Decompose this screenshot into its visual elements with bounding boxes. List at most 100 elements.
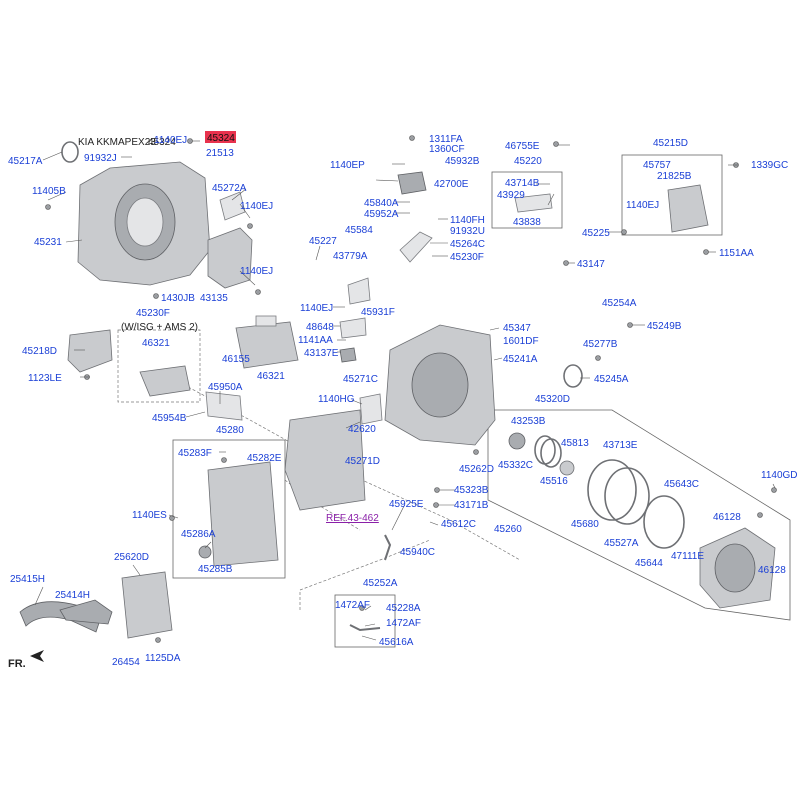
part-label[interactable]: 45254A (602, 298, 637, 309)
part-label[interactable]: 1140ES (132, 510, 167, 521)
part-label[interactable]: 45954B (152, 413, 187, 424)
part-label[interactable]: 1141AA (298, 335, 333, 346)
part-label[interactable]: 45931F (361, 307, 395, 318)
part-label[interactable]: 45757 (643, 160, 671, 171)
part-label[interactable]: 1140GD (761, 470, 798, 481)
part-label[interactable]: 1140FH (450, 215, 485, 226)
part-label[interactable]: 45271C (343, 374, 378, 385)
part-label[interactable]: 42700E (434, 179, 469, 190)
part-label[interactable]: 45347 (503, 323, 531, 334)
part-label[interactable]: 91932U (450, 226, 485, 237)
part-label[interactable]: 45230F (450, 252, 484, 263)
part-label[interactable]: 45271D (345, 456, 380, 467)
part-label[interactable]: 45249B (647, 321, 682, 332)
reference-link[interactable]: REF.43-462 (326, 513, 379, 524)
part-label[interactable]: 45277B (583, 339, 618, 350)
part-label[interactable]: 25415H (10, 574, 45, 585)
part-label[interactable]: 45252A (363, 578, 398, 589)
part-label[interactable]: 45616A (379, 637, 414, 648)
part-label[interactable]: 45932B (445, 156, 480, 167)
part-label[interactable]: 45215D (653, 138, 688, 149)
part-label[interactable]: 45227 (309, 236, 337, 247)
part-label[interactable]: 45516 (540, 476, 568, 487)
part-label[interactable]: 1140EJ (240, 266, 273, 277)
part-label[interactable]: 45241A (503, 354, 538, 365)
part-label[interactable]: 21825B (657, 171, 692, 182)
part-label[interactable]: 1140EJ (626, 200, 659, 211)
part-label[interactable]: 45584 (345, 225, 373, 236)
part-label[interactable]: 45925E (389, 499, 424, 510)
part-label[interactable]: 1140EJ (240, 201, 273, 212)
part-label[interactable]: 45320D (535, 394, 570, 405)
highlighted-part-number[interactable]: 45324 (207, 133, 235, 144)
part-label[interactable]: 26454 (112, 657, 140, 668)
part-label[interactable]: 45332C (498, 460, 533, 471)
part-label[interactable]: 46755E (505, 141, 540, 152)
part-label[interactable]: 43137E (304, 348, 339, 359)
part-label[interactable]: 45323B (454, 485, 489, 496)
part-label[interactable]: 45228A (386, 603, 421, 614)
part-label[interactable]: 45950A (208, 382, 243, 393)
part-label[interactable]: 1601DF (503, 336, 539, 347)
part-label[interactable]: 1123LE (28, 373, 62, 384)
part-label[interactable]: 25414H (55, 590, 90, 601)
part-label[interactable]: 46321 (142, 338, 170, 349)
part-label[interactable]: 45940C (400, 547, 435, 558)
part-label[interactable]: 43929 (497, 190, 525, 201)
part-label[interactable]: 1472AF (386, 618, 421, 629)
part-label[interactable]: 43253B (511, 416, 546, 427)
part-label[interactable]: 25620D (114, 552, 149, 563)
part-label[interactable]: 45280 (216, 425, 244, 436)
part-label[interactable]: 45840A (364, 198, 399, 209)
part-label[interactable]: 45285B (198, 564, 233, 575)
part-label[interactable]: 45680 (571, 519, 599, 530)
part-label[interactable]: 45217A (8, 156, 43, 167)
part-label[interactable]: 1140EP (330, 160, 365, 171)
part-label[interactable]: 45282E (247, 453, 282, 464)
part-label[interactable]: 45230F (136, 308, 170, 319)
part-label[interactable]: 45225 (582, 228, 610, 239)
part-label[interactable]: 45218D (22, 346, 57, 357)
part-label[interactable]: 46128 (713, 512, 741, 523)
part-label[interactable]: 1140EJ (300, 303, 333, 314)
part-label[interactable]: 1311FA (429, 134, 463, 145)
part-label[interactable]: 45262D (459, 464, 494, 475)
part-label[interactable]: 43147 (577, 259, 605, 270)
part-label[interactable]: 45527A (604, 538, 639, 549)
part-label[interactable]: 45286A (181, 529, 216, 540)
part-label[interactable]: 1151AA (719, 248, 754, 259)
part-label[interactable]: 43135 (200, 293, 228, 304)
part-label[interactable]: 43714B (505, 178, 540, 189)
part-label[interactable]: 45264C (450, 239, 485, 250)
part-label[interactable]: 1430JB (161, 293, 195, 304)
part-label[interactable]: 46155 (222, 354, 250, 365)
part-label[interactable]: 45220 (514, 156, 542, 167)
part-label[interactable]: 45245A (594, 374, 629, 385)
part-label[interactable]: 11405B (32, 186, 66, 197)
part-label[interactable]: 1125DA (145, 653, 181, 664)
part-label[interactable]: 45272A (212, 183, 247, 194)
part-label[interactable]: 45231 (34, 237, 62, 248)
part-label[interactable]: 43171B (454, 500, 489, 511)
part-label[interactable]: 1472AF (335, 600, 370, 611)
part-label[interactable]: 1360CF (429, 144, 465, 155)
part-label[interactable]: 48648 (306, 322, 334, 333)
part-label[interactable]: 45952A (364, 209, 399, 220)
part-label[interactable]: 1339GC (751, 160, 788, 171)
part-label[interactable]: 45644 (635, 558, 663, 569)
part-label[interactable]: 21513 (206, 148, 234, 159)
part-label[interactable]: 43713E (603, 440, 638, 451)
part-label[interactable]: 46128 (758, 565, 786, 576)
part-label[interactable]: 45260 (494, 524, 522, 535)
part-label[interactable]: 91932J (84, 153, 117, 164)
part-label[interactable]: 1140HG (318, 394, 355, 405)
part-label[interactable]: 46321 (257, 371, 285, 382)
part-label[interactable]: 1140EJ (154, 135, 187, 146)
part-label[interactable]: 45612C (441, 519, 476, 530)
part-label[interactable]: 43779A (333, 251, 368, 262)
part-label[interactable]: 47111E (671, 551, 704, 562)
part-label[interactable]: 45283F (178, 448, 212, 459)
part-label[interactable]: 45643C (664, 479, 699, 490)
part-label[interactable]: 42620 (348, 424, 376, 435)
part-label[interactable]: 45813 (561, 438, 589, 449)
